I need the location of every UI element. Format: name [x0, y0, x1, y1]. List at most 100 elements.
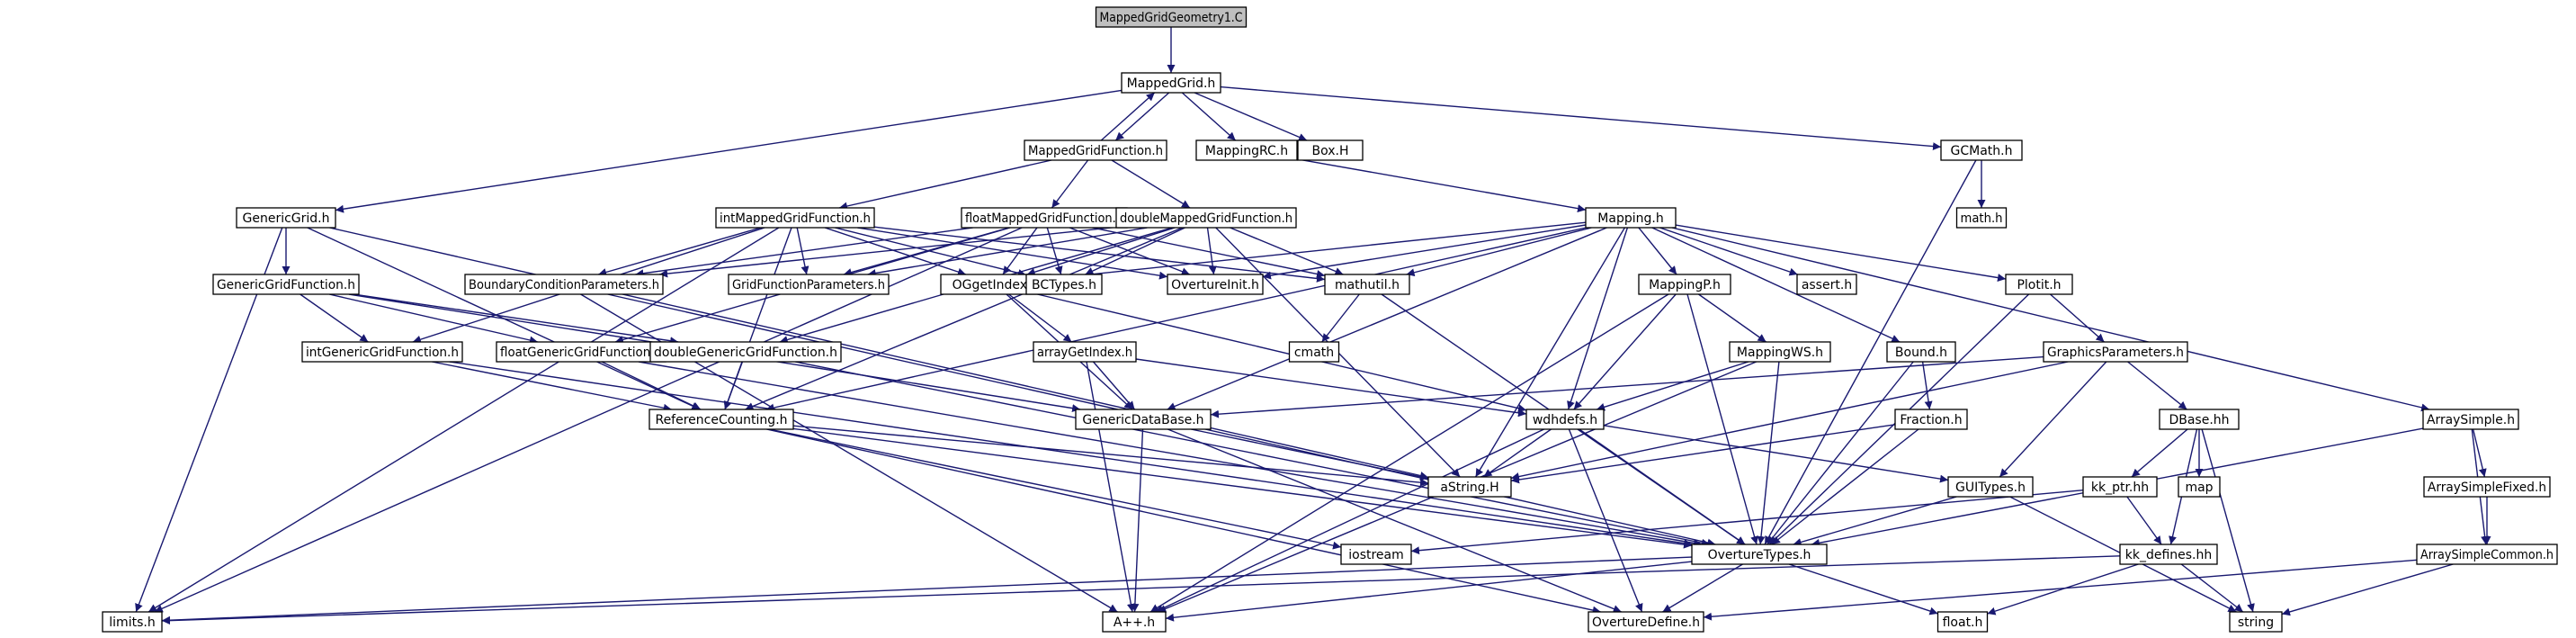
file-node[interactable]: GridFunctionParameters.h: [728, 274, 890, 295]
node-label: GUITypes.h: [1955, 481, 2026, 495]
node-label: math.h: [1961, 211, 2003, 226]
node-label: ArraySimpleCommon.h: [2420, 548, 2554, 562]
file-node: Box.H: [1297, 139, 1364, 161]
edge-n1-n6: [335, 89, 1123, 213]
node-box: [2416, 544, 2558, 565]
file-node[interactable]: MappedGrid.h: [1121, 72, 1221, 94]
file-node[interactable]: GUITypes.h: [1947, 476, 2034, 498]
edge-n34-n49: [2201, 428, 2255, 613]
edge-n30-n47: [766, 428, 1601, 615]
edge-n10-n36: [1474, 227, 1626, 478]
node-label: map: [2185, 481, 2213, 495]
edge-n32-n37: [1603, 425, 1949, 483]
file-node[interactable]: kk_defines.hh: [2119, 544, 2218, 565]
file-node[interactable]: MappingP.h: [1638, 274, 1731, 295]
node-label: GCMath.h: [1951, 144, 2013, 158]
edge-n30-n41: [769, 428, 1342, 550]
edge-n9-n13: [659, 226, 1117, 278]
file-node[interactable]: ReferenceCounting.h: [648, 409, 794, 430]
node-label: Plotit.h: [2017, 278, 2061, 292]
node-box: [1796, 274, 1857, 295]
edge-n10-n28: [1651, 227, 1901, 343]
edge-n8-n16: [1046, 227, 1063, 275]
file-node: MappedGridGeometry1.C: [1095, 6, 1248, 28]
edge-n10-n19: [1638, 227, 1677, 275]
node-box: [301, 341, 463, 363]
node-box: [1588, 611, 1704, 633]
file-node[interactable]: MappedGridFunction.h: [1024, 139, 1167, 161]
file-node[interactable]: A++.h: [1102, 611, 1167, 633]
file-node[interactable]: ArraySimpleCommon.h: [2416, 544, 2558, 565]
file-node[interactable]: GenericGrid.h: [236, 207, 336, 229]
node-label: Mapping.h: [1597, 211, 1663, 226]
edge-n22-n30: [432, 361, 672, 412]
edge-n25-n32: [1135, 358, 1527, 418]
file-node[interactable]: doubleGenericGridFunction.h: [649, 341, 842, 363]
file-node[interactable]: OvertureInit.h: [1167, 274, 1264, 295]
edge-n31-n47: [1167, 428, 1622, 613]
node-label: aString.H: [1440, 481, 1498, 495]
file-node[interactable]: doubleMappedGridFunction.h: [1115, 207, 1297, 229]
node-label: doubleMappedGridFunction.h: [1120, 211, 1292, 226]
node-label: OvertureTypes.h: [1708, 548, 1811, 562]
edge-n7-n13: [598, 227, 761, 276]
edge-n22-n42: [449, 361, 1693, 548]
edge-n31-n36: [1191, 428, 1429, 481]
node-box: [1340, 544, 1412, 565]
file-node[interactable]: aString.H: [1427, 476, 1512, 498]
node-label: ReferenceCounting.h: [655, 413, 787, 427]
node-box: [1297, 139, 1364, 161]
file-node[interactable]: MappingWS.h: [1729, 341, 1831, 363]
node-box: [2422, 409, 2519, 430]
file-node[interactable]: ArraySimple.h: [2422, 409, 2519, 430]
node-box: [102, 611, 163, 633]
edge-n3-n10: [1296, 158, 1587, 213]
edge-n12-n24: [353, 293, 679, 346]
file-node[interactable]: floatGenericGridFunction.h: [496, 341, 666, 363]
file-node[interactable]: BoundaryConditionParameters.h: [464, 274, 664, 295]
file-node[interactable]: Bound.h: [1886, 341, 1956, 363]
node-box: [1324, 274, 1410, 295]
file-node[interactable]: OvertureTypes.h: [1691, 544, 1828, 565]
file-node[interactable]: OvertureDefine.h: [1588, 611, 1704, 633]
file-node[interactable]: intMappedGridFunction.h: [715, 207, 875, 229]
node-box: [2159, 409, 2240, 430]
file-node[interactable]: arrayGetIndex.h: [1033, 341, 1137, 363]
edge-n35-n40: [2472, 428, 2487, 478]
edge-n2-n8: [1051, 159, 1089, 209]
edge-n9-n15: [1026, 227, 1176, 276]
node-label: MappedGrid.h: [1127, 76, 1216, 91]
node-label: MappingRC.h: [1205, 144, 1288, 158]
node-label: BCTypes.h: [1032, 278, 1096, 292]
file-node[interactable]: GenericGridFunction.h: [212, 274, 360, 295]
edge-n32-n36: [1483, 428, 1552, 478]
file-node[interactable]: kk_ptr.hh: [2082, 476, 2158, 498]
file-node[interactable]: Mapping.h: [1585, 207, 1677, 229]
file-node[interactable]: wdhdefs.h: [1525, 409, 1605, 430]
file-node[interactable]: intGenericGridFunction.h: [301, 341, 463, 363]
file-node[interactable]: DBase.hh: [2159, 409, 2240, 430]
file-node[interactable]: OGgetIndex.h: [940, 274, 1051, 295]
edge-n12-n23: [328, 293, 539, 345]
file-node[interactable]: GCMath.h: [1940, 139, 2023, 161]
file-node[interactable]: floatMappedGridFunction.h: [961, 207, 1128, 229]
node-box: [1525, 409, 1605, 430]
node-label: Box.H: [1311, 144, 1348, 158]
file-node[interactable]: GenericDataBase.h: [1075, 409, 1212, 430]
edge-n30-n36: [792, 425, 1429, 487]
file-node[interactable]: MappingRC.h: [1195, 139, 1298, 161]
file-node[interactable]: Plotit.h: [2005, 274, 2073, 295]
node-label: kk_defines.hh: [2125, 548, 2213, 562]
node-box: [1886, 341, 1956, 363]
edge-n8-n18: [1092, 227, 1326, 278]
edge-n32-n46: [1155, 428, 1544, 613]
edge-n24-n42: [794, 361, 1711, 547]
file-node[interactable]: Fraction.h: [1894, 409, 1968, 430]
file-node[interactable]: BCTypes.h: [1025, 274, 1103, 295]
edge-n21-n29: [2050, 293, 2105, 343]
file-node[interactable]: ArraySimpleFixed.h: [2423, 476, 2551, 498]
node-label: GraphicsParameters.h: [2047, 346, 2184, 360]
file-node[interactable]: GraphicsParameters.h: [2043, 341, 2188, 363]
file-node[interactable]: mathutil.h: [1324, 274, 1410, 295]
node-box: [1095, 6, 1248, 28]
